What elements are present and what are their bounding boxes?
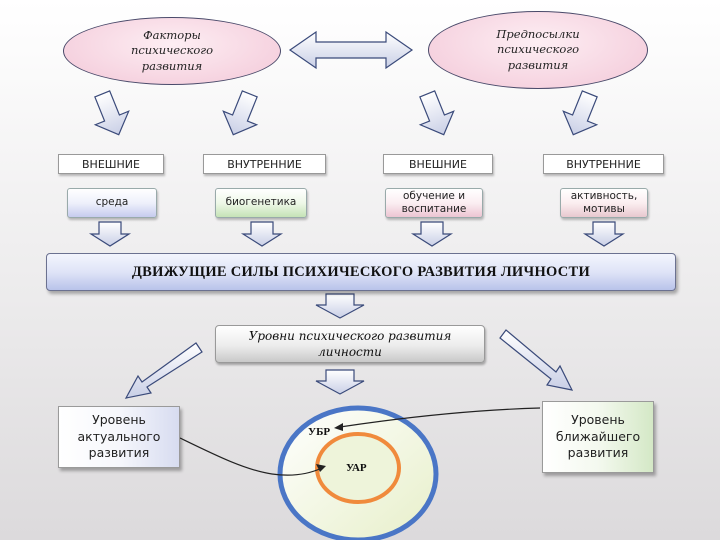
down-arrow-icon bbox=[315, 369, 365, 395]
arrowhead-icon bbox=[316, 464, 326, 472]
down-arrow-icon bbox=[240, 221, 284, 247]
level-proximal-development: Уровень ближайшего развития bbox=[542, 401, 654, 473]
inner-circle-uar bbox=[315, 432, 401, 504]
header-external-1: ВНЕШНИЕ bbox=[58, 154, 164, 174]
outer-circle-label: УБР bbox=[308, 426, 331, 438]
diagonal-arrow-right-icon bbox=[499, 329, 574, 391]
down-arrow-icon bbox=[93, 90, 130, 136]
down-arrow-icon bbox=[418, 90, 455, 136]
header-internal-2: ВНУТРЕННИЕ bbox=[543, 154, 664, 174]
header-internal-1: ВНУТРЕННИЕ bbox=[203, 154, 326, 174]
driving-forces-banner: ДВИЖУЩИЕ СИЛЫ ПСИХИЧЕСКОГО РАЗВИТИЯ ЛИЧН… bbox=[46, 253, 676, 291]
arrowhead-icon bbox=[334, 423, 343, 431]
diagonal-arrow-left-icon bbox=[124, 342, 203, 399]
levels-title: Уровни психического развития личности bbox=[215, 325, 485, 363]
down-arrow-icon bbox=[582, 221, 626, 247]
down-arrow-icon bbox=[88, 221, 132, 247]
down-arrow-icon bbox=[562, 90, 599, 136]
down-arrow-icon bbox=[315, 293, 365, 319]
sub-activity: активность, мотивы bbox=[560, 188, 648, 218]
double-arrow-icon bbox=[288, 30, 414, 70]
inner-circle-label: УАР bbox=[346, 462, 367, 474]
down-arrow-icon bbox=[222, 90, 259, 136]
connector-line-right bbox=[339, 407, 541, 428]
level-actual-development: Уровень актуального развития bbox=[58, 406, 180, 468]
header-external-2: ВНЕШНИЕ bbox=[383, 154, 493, 174]
connector-line-left bbox=[179, 437, 323, 476]
sub-environment: среда bbox=[67, 188, 157, 218]
down-arrow-icon bbox=[410, 221, 454, 247]
factors-ellipse: Факторы психического развития bbox=[63, 17, 281, 85]
prerequisites-ellipse: Предпосылки психического развития bbox=[428, 11, 648, 89]
sub-biogenetics: биогенетика bbox=[215, 188, 307, 218]
sub-education: обучение и воспитание bbox=[385, 188, 483, 218]
